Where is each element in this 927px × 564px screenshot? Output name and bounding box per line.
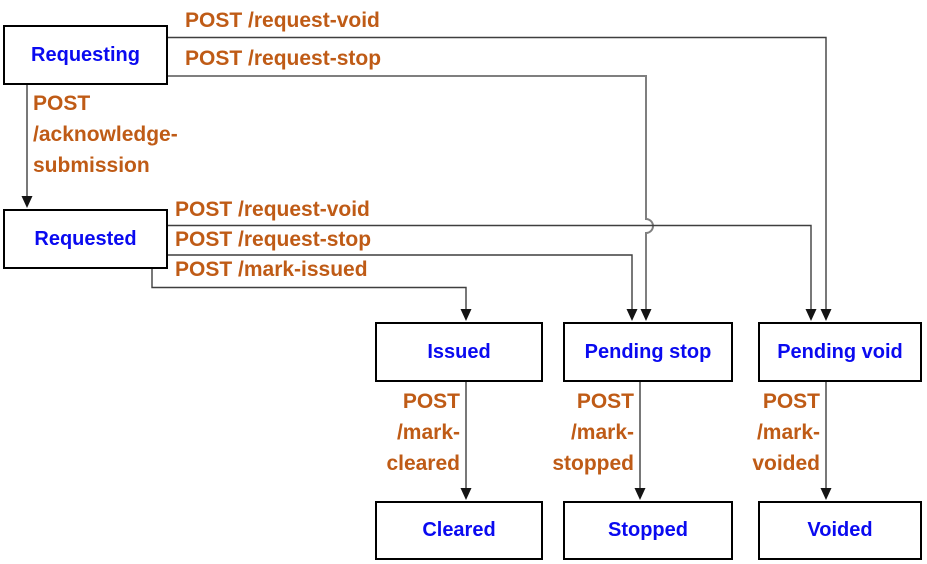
state-box-stopped: Stopped [563, 501, 733, 560]
arrowhead-into-pending-void-left [805, 309, 817, 321]
arrowhead-into-pending-stop-left [626, 309, 638, 321]
arrowhead-into-pending-void-right [820, 309, 832, 321]
state-label-pending-stop: Pending stop [584, 340, 712, 363]
edge-label-requesting-request-void: POST /request-void [185, 9, 380, 32]
state-label-issued: Issued [427, 340, 491, 363]
connector-requesting-to-pending-void [168, 36, 827, 309]
edge-label-mark-issued: POST /mark-issued [175, 258, 368, 281]
arrowhead-into-issued [460, 309, 472, 321]
state-label-pending-void: Pending void [777, 340, 903, 363]
state-box-cleared: Cleared [375, 501, 543, 560]
state-box-pending-stop: Pending stop [563, 322, 733, 382]
arrowhead-into-cleared [460, 488, 472, 500]
state-box-voided: Voided [758, 501, 922, 560]
state-label-voided: Voided [807, 519, 873, 541]
edge-label-requested-request-stop: POST /request-stop [175, 228, 372, 251]
edge-label-line: /mark- [570, 421, 634, 444]
state-label-requested: Requested [34, 227, 137, 250]
connector-requested-to-pending-stop [168, 254, 633, 309]
edge-label-mark-voided: POST /mark- voided [670, 386, 820, 479]
edge-label-line: submission [33, 154, 150, 177]
arrowhead-into-stopped [634, 488, 646, 500]
edge-label-mark-cleared: POST /mark- cleared [310, 386, 460, 479]
state-label-stopped: Stopped [608, 519, 688, 541]
edge-label-line: POST [33, 92, 91, 115]
edge-label-line: /mark- [396, 421, 460, 444]
edge-label-line: stopped [552, 452, 634, 475]
edge-label-line: /mark- [756, 421, 820, 444]
state-box-issued: Issued [375, 322, 543, 382]
edge-label-line: POST [576, 390, 634, 413]
arrowhead-into-requested [21, 196, 33, 208]
edge-label-line: cleared [386, 452, 460, 475]
edge-label-line: /acknowledge- [33, 123, 178, 146]
edge-label-line: voided [752, 452, 820, 475]
edge-label-line: POST [762, 390, 820, 413]
connector-requested-to-pending-void [168, 224, 812, 309]
edge-label-mark-stopped: POST /mark- stopped [484, 386, 634, 479]
state-label-requesting: Requesting [31, 43, 140, 66]
connector-requested-to-issued [151, 268, 467, 309]
edge-label-acknowledge-submission: POST /acknowledge- submission [33, 88, 178, 181]
edge-label-line: POST [402, 390, 460, 413]
arrowhead-into-pending-stop-right [640, 309, 652, 321]
edge-label-requesting-request-stop: POST /request-stop [185, 47, 382, 70]
state-box-requested: Requested [3, 209, 168, 269]
edge-label-requested-request-void: POST /request-void [175, 198, 370, 221]
state-box-requesting: Requesting [3, 25, 168, 85]
arrowhead-into-voided [820, 488, 832, 500]
state-box-pending-void: Pending void [758, 322, 922, 382]
state-label-cleared: Cleared [422, 519, 496, 541]
